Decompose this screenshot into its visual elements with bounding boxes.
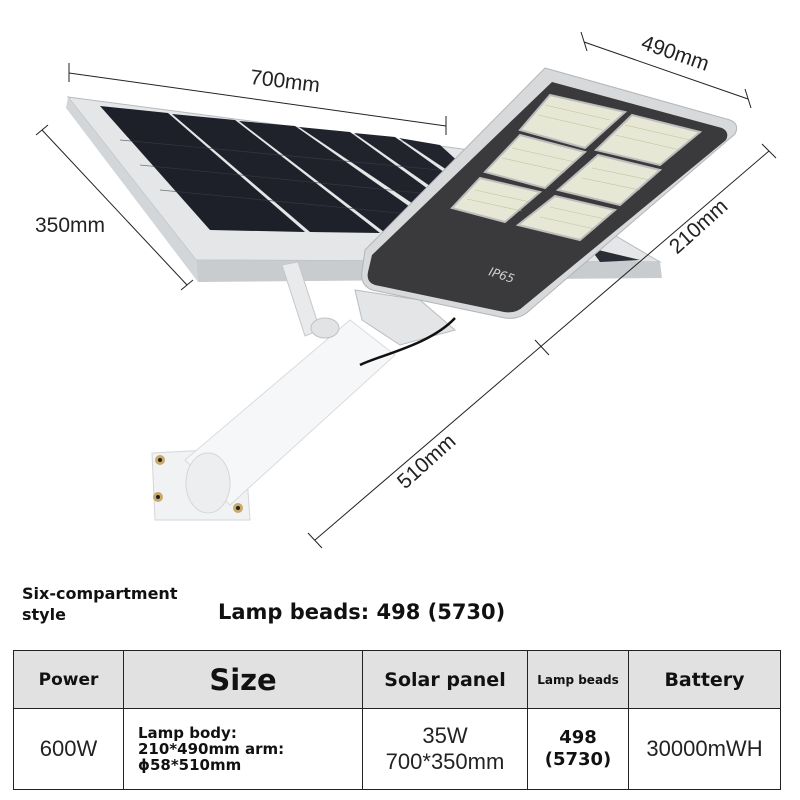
product-image: IP65 bbox=[35, 31, 777, 549]
cell-lamp-beads: 498 (5730) bbox=[527, 708, 629, 790]
lamp-head: IP65 bbox=[361, 67, 738, 319]
cell-battery: 30000mWH bbox=[628, 708, 781, 790]
cell-size: Lamp body: 210*490mm arm: ϕ58*510mm bbox=[123, 708, 363, 790]
solar-panel-size: 700*350mm bbox=[385, 749, 505, 774]
lamp-beads-headline: Lamp beads: 498 (5730) bbox=[218, 600, 506, 624]
header-power: Power bbox=[13, 650, 124, 709]
style-label-line2: style bbox=[22, 605, 66, 624]
header-size: Size bbox=[123, 650, 363, 709]
size-line: 210*490mm arm: bbox=[138, 740, 285, 758]
header-lamp-beads: Lamp beads bbox=[527, 650, 629, 709]
cell-power: 600W bbox=[13, 708, 124, 790]
dimension-lines bbox=[35, 31, 777, 549]
mounting-arm bbox=[151, 289, 457, 521]
lamp-beads-count: 498 bbox=[559, 727, 597, 748]
size-line: Lamp body: bbox=[138, 724, 237, 742]
style-label-line1: Six-compartment bbox=[22, 584, 178, 603]
cell-solar-panel: 35W 700*350mm bbox=[362, 708, 528, 790]
dimension-label-panel-depth: 350mm bbox=[35, 214, 106, 237]
header-battery: Battery bbox=[628, 650, 781, 709]
spec-table: Power Size Solar panel Lamp beads Batter… bbox=[13, 650, 781, 790]
size-line: ϕ58*510mm bbox=[138, 756, 242, 774]
table-row: 600W Lamp body: 210*490mm arm: ϕ58*510mm… bbox=[13, 708, 781, 790]
header-solar-panel: Solar panel bbox=[362, 650, 528, 709]
spec-table-header-row: Power Size Solar panel Lamp beads Batter… bbox=[13, 650, 781, 709]
style-label: Six-compartment style bbox=[22, 583, 177, 625]
lamp-beads-type: (5730) bbox=[544, 749, 612, 770]
solar-panel-power: 35W bbox=[422, 723, 468, 748]
